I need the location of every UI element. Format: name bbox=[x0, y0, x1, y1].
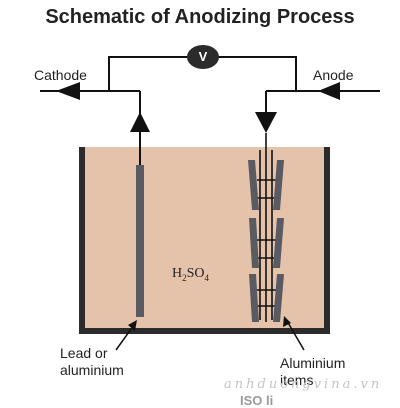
tank-walls bbox=[79, 147, 330, 334]
anode-in-arrow bbox=[318, 82, 340, 100]
anode-down-arrow bbox=[255, 112, 277, 133]
aluminium-items-label: Aluminium items bbox=[280, 355, 346, 388]
aluminium-item bbox=[249, 274, 284, 322]
items-pointer-head bbox=[283, 316, 291, 327]
cathode-electrode bbox=[136, 165, 144, 317]
watermark-text: anhduongvina.vn bbox=[224, 377, 383, 392]
lead-or-aluminium-label: Lead or aluminium bbox=[60, 345, 124, 378]
watermark-partial-text: ISO li bbox=[240, 393, 274, 408]
aluminium-item bbox=[249, 218, 284, 268]
voltmeter bbox=[187, 45, 219, 69]
anode-label: Anode bbox=[313, 67, 354, 83]
items-pointer-line bbox=[286, 320, 305, 351]
voltmeter-label: V bbox=[198, 49, 208, 64]
cathode-label: Cathode bbox=[34, 67, 87, 83]
cathode-up-arrow bbox=[130, 112, 150, 132]
lead-pointer-head bbox=[128, 320, 137, 331]
lead-pointer-line bbox=[115, 324, 135, 351]
aluminium-items-rack bbox=[248, 133, 284, 322]
aluminium-item bbox=[248, 160, 284, 210]
cathode-out-arrow bbox=[56, 82, 80, 100]
electrolyte-bath bbox=[82, 147, 327, 331]
circuit-wire-left bbox=[108, 56, 188, 91]
diagram-title: Schematic of Anodizing Process bbox=[45, 6, 355, 28]
electrolyte-label: H2SO4 bbox=[172, 266, 210, 283]
circuit-wire-right bbox=[218, 56, 297, 91]
